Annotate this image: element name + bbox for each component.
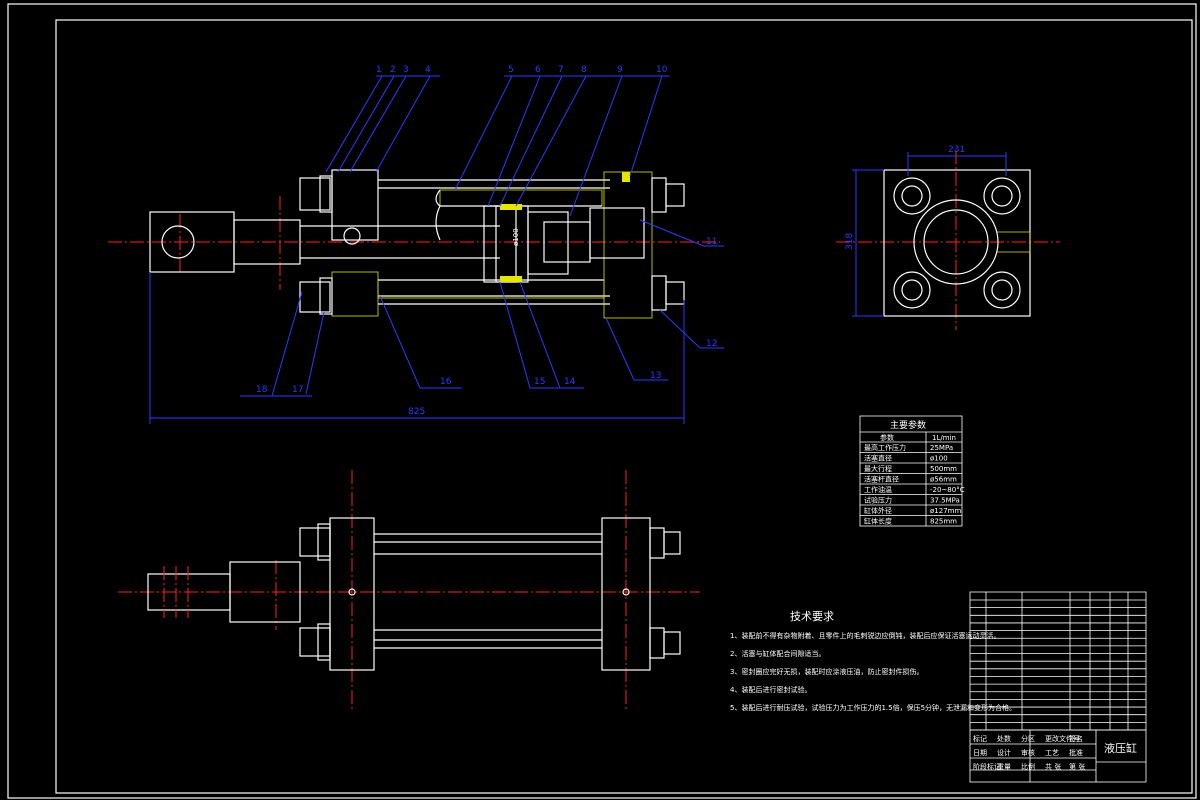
param-label: 缸体外径 — [864, 506, 892, 515]
param-value: 825mm — [930, 518, 957, 526]
part-label-13: 13 — [650, 371, 661, 381]
param-label: 最高工作压力 — [864, 443, 906, 452]
part-label-7: 7 — [558, 65, 564, 75]
leader-lines-top — [325, 75, 670, 217]
title-block-label: 第 张 — [1069, 762, 1085, 771]
title-block-label: 阶段标记 — [973, 762, 1001, 771]
tech-req-list: 1、装配前不得有杂物附着、且零件上的毛刺锐边应倒钝，装配后应保证活塞运动灵活。 2… — [730, 631, 1016, 712]
title-block: 液压缸 标记 处数 分区 更改文件号签名日期 设计 审核 工艺 批准阶段标记重量 比例 共 张第 … — [969, 591, 1147, 783]
params-header-left: 参数 — [880, 433, 894, 442]
params-title: 主要参数 — [890, 419, 926, 431]
outer-border — [7, 3, 1197, 799]
param-value: 25MPa — [930, 444, 953, 452]
part-label-18: 18 — [256, 385, 268, 395]
param-label: 活塞直径 — [864, 454, 892, 463]
part-label-14: 14 — [564, 377, 576, 387]
part-label-1: 1 — [376, 65, 382, 75]
title-block-label: 审核 — [1021, 748, 1035, 757]
param-value: ø100 — [930, 455, 948, 463]
tech-req-item: 1、装配前不得有杂物附着、且零件上的毛刺锐边应倒钝，装配后应保证活塞运动灵活。 — [730, 631, 1000, 640]
title-block-label: 比例 — [1021, 762, 1035, 771]
part-label-5: 5 — [508, 65, 514, 75]
overall-length-dim: 825 — [408, 407, 425, 417]
title-block-label: 批准 — [1069, 748, 1083, 757]
title-block-label: 标记 — [973, 734, 987, 743]
tech-req-title: 技术要求 — [790, 610, 834, 623]
drawing-title: 液压缸 — [1104, 741, 1137, 755]
title-block-label: 分区 — [1021, 734, 1035, 743]
plan-view — [118, 470, 700, 712]
title-block-label: 设计 — [997, 748, 1011, 757]
tech-req-item: 4、装配后进行密封试验。 — [730, 685, 811, 694]
param-label: 缸体长度 — [864, 517, 892, 526]
title-block-label: 重量 — [997, 763, 1011, 771]
param-value: ø56mm — [930, 476, 957, 484]
part-label-6: 6 — [535, 65, 541, 75]
part-label-4: 4 — [425, 65, 431, 75]
part-label-9: 9 — [617, 65, 623, 75]
title-block-label: 工艺 — [1045, 749, 1059, 757]
tech-req-item: 5、装配后进行耐压试验，试验压力为工作压力的1.5倍，保压5分钟，无泄漏和变形为… — [730, 703, 1016, 712]
tech-req-item: 3、密封圈应完好无损，装配时应涂液压油，防止密封件损伤。 — [730, 667, 923, 676]
param-label: 活塞杆直径 — [864, 475, 899, 484]
param-value: -20~80°C — [930, 486, 965, 494]
part-label-10: 10 — [656, 65, 668, 75]
side-end-view: 231 318 — [836, 145, 1060, 330]
part-label-11: 11 — [706, 237, 717, 247]
part-label-15: 15 — [534, 377, 545, 387]
tech-requirements: 技术要求 1、装配前不得有杂物附着、且零件上的毛刺锐边应倒钝，装配后应保证活塞运… — [730, 610, 1016, 712]
part-label-2: 2 — [390, 65, 396, 75]
part-label-12: 12 — [706, 339, 717, 349]
side-height-dim: 318 — [845, 233, 855, 250]
tech-req-item: 2、活塞与缸体配合间隙适当。 — [730, 649, 825, 658]
title-block-labels: 标记 处数 分区 更改文件号签名日期 设计 审核 工艺 批准阶段标记重量 比例 共 张第 张 — [973, 734, 1085, 771]
param-label: 工作油温 — [864, 485, 892, 494]
param-value: 37.5MPa — [930, 497, 960, 505]
param-value: ø127mm — [930, 507, 961, 515]
part-label-17: 17 — [292, 385, 303, 395]
params-table: 主要参数 参数 1L/min 最高工作压力 25MPa 活塞直径 ø100 最大行程 50… — [859, 415, 965, 527]
part-label-3: 3 — [403, 65, 409, 75]
title-block-label: 签名 — [1069, 734, 1083, 743]
part-label-8: 8 — [581, 65, 587, 75]
param-label: 试验压力 — [864, 496, 892, 505]
title-block-label: 更改文件号 — [1045, 734, 1080, 743]
inner-border — [55, 19, 1193, 794]
param-label: 最大行程 — [864, 464, 892, 473]
title-block-label: 日期 — [973, 749, 987, 757]
title-block-label: 处数 — [997, 734, 1011, 743]
side-width-dim: 231 — [948, 145, 965, 155]
bore-dim: ø100 — [512, 228, 520, 246]
main-section-view: ø100 825 — [108, 65, 724, 424]
param-value: 500mm — [930, 465, 957, 473]
params-rows: 最高工作压力 25MPa 活塞直径 ø100 最大行程 500mm 活塞杆直径 ø56mm 工作… — [864, 443, 965, 526]
title-block-label: 共 张 — [1045, 762, 1061, 771]
part-label-16: 16 — [440, 377, 452, 387]
params-header-unit: 1L/min — [932, 434, 956, 442]
